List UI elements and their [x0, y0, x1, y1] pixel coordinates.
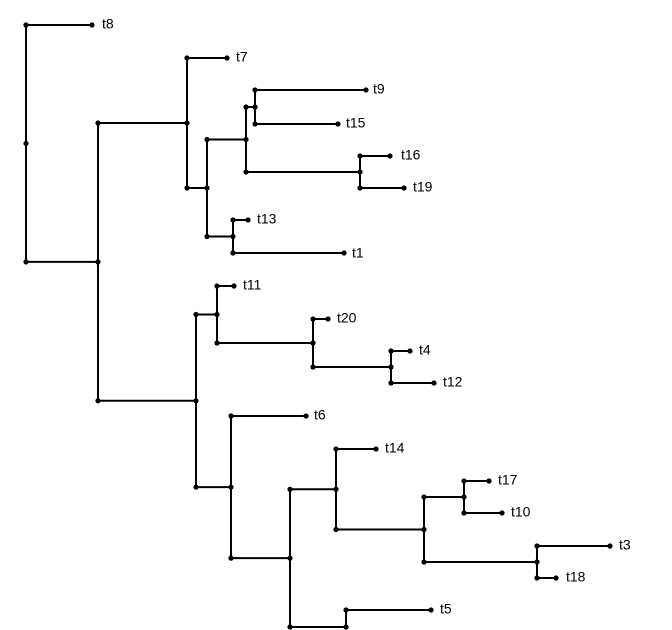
internal-node — [252, 104, 258, 110]
branch-start-node — [230, 250, 236, 256]
branch-start-node — [184, 185, 190, 191]
internal-node — [95, 259, 101, 265]
branch-start-node — [193, 311, 199, 318]
branch-start-node — [204, 136, 210, 143]
branch-start-node — [184, 55, 190, 61]
tip-label-t10: t10 — [511, 504, 531, 520]
tree-nodes — [23, 22, 613, 630]
internal-node — [184, 120, 190, 126]
branch-start-node — [228, 555, 234, 561]
tip-node-t1 — [341, 250, 347, 256]
branch-start-node — [534, 575, 540, 581]
tip-label-t7: t7 — [236, 49, 248, 65]
branch-start-node — [252, 121, 258, 127]
internal-node — [357, 169, 363, 175]
branch-start-node — [204, 233, 210, 240]
tip-node-t18 — [553, 575, 559, 581]
tip-label-t8: t8 — [102, 16, 114, 32]
internal-node — [228, 484, 234, 490]
tip-node-t13 — [245, 217, 251, 223]
internal-node — [343, 624, 349, 630]
branch-start-node — [388, 348, 394, 354]
branch-start-node — [461, 510, 467, 516]
tip-node-t19 — [401, 185, 407, 191]
internal-node — [287, 555, 293, 561]
tip-label-t4: t4 — [419, 342, 431, 358]
tip-label-t19: t19 — [413, 179, 433, 195]
tip-node-t17 — [486, 478, 492, 484]
tip-node-t3 — [607, 543, 613, 549]
tip-node-t16 — [387, 153, 393, 159]
internal-node — [421, 526, 427, 533]
internal-node — [534, 559, 540, 565]
tip-label-t5: t5 — [440, 601, 452, 617]
branch-start-node — [230, 217, 236, 223]
tip-node-t12 — [431, 380, 437, 386]
tip-label-t16: t16 — [401, 147, 421, 163]
tip-label-t13: t13 — [257, 211, 277, 227]
tip-node-t5 — [428, 607, 434, 613]
branch-start-node — [287, 486, 293, 492]
tip-labels: t8 t7 t9 t15 t16 t19 t13 t1 t11 t20 t4 t… — [102, 16, 631, 617]
tip-node-t15 — [335, 121, 341, 127]
tip-label-t20: t20 — [337, 310, 357, 326]
internal-node — [333, 486, 339, 492]
branch-start-node — [343, 607, 349, 613]
tip-label-t17: t17 — [498, 472, 518, 488]
internal-node — [214, 311, 220, 318]
branch-start-node — [310, 316, 316, 322]
tip-node-t10 — [499, 510, 505, 516]
tip-node-t7 — [224, 55, 230, 61]
branch-start-node — [388, 380, 394, 386]
tip-node-t11 — [231, 283, 237, 289]
internal-node — [204, 185, 210, 191]
internal-node — [230, 233, 236, 240]
branch-start-node — [95, 398, 101, 404]
branch-start-node — [287, 624, 293, 630]
branch-start-node — [252, 87, 258, 93]
branch-start-node — [243, 104, 249, 110]
branch-start-node — [357, 153, 363, 159]
branch-start-node — [461, 478, 467, 484]
branch-start-node — [228, 413, 234, 419]
tip-label-t18: t18 — [566, 569, 586, 585]
branch-start-node — [23, 259, 29, 265]
root-node — [23, 140, 29, 147]
tip-node-t8 — [89, 22, 95, 28]
tip-node-t6 — [303, 413, 309, 419]
internal-node — [461, 494, 467, 500]
tip-label-t12: t12 — [443, 374, 463, 390]
branch-start-node — [95, 120, 101, 126]
tip-label-t3: t3 — [619, 537, 631, 553]
tip-label-t11: t11 — [243, 277, 262, 293]
tip-label-t9: t9 — [373, 81, 385, 97]
internal-node — [243, 136, 249, 143]
branch-start-node — [310, 364, 316, 370]
internal-node — [310, 340, 316, 346]
tip-label-t14: t14 — [385, 440, 405, 456]
branch-start-node — [214, 340, 220, 346]
branch-start-node — [357, 185, 363, 191]
branch-start-node — [421, 559, 427, 565]
tip-node-t14 — [373, 446, 379, 452]
branch-start-node — [214, 283, 220, 289]
internal-node — [388, 364, 394, 370]
tip-label-t1: t1 — [352, 245, 364, 261]
branch-start-node — [333, 446, 339, 452]
branch-start-node — [193, 484, 199, 490]
branch-start-node — [333, 526, 339, 533]
tip-node-t20 — [325, 316, 331, 322]
tip-node-t4 — [407, 348, 413, 354]
tip-node-t9 — [363, 87, 369, 93]
tree-edges — [25, 24, 611, 628]
branch-start-node — [243, 169, 249, 175]
branch-start-node — [534, 543, 540, 549]
internal-node — [193, 398, 199, 404]
tip-label-t15: t15 — [346, 115, 366, 131]
branch-start-node — [421, 494, 427, 500]
tip-label-t6: t6 — [314, 407, 326, 423]
branch-start-node — [23, 22, 29, 28]
